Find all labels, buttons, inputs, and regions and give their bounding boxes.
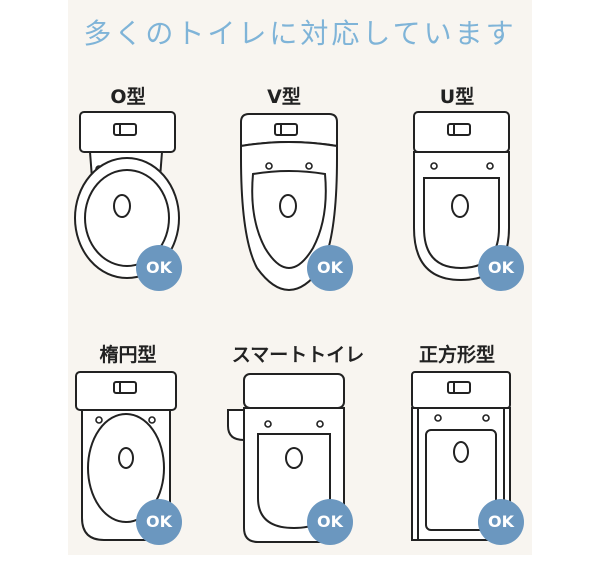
- label-o-type: O型: [110, 86, 146, 108]
- ok-badge-o-type: OK: [136, 245, 182, 291]
- label-square-type: 正方形型: [418, 344, 495, 366]
- ok-badge-u-type: OK: [478, 245, 524, 291]
- ok-badge-square-type: OK: [478, 499, 524, 545]
- v-type-toilet: [233, 108, 373, 308]
- o-type-toilet: [72, 108, 212, 308]
- square-type-toilet: [408, 368, 548, 568]
- ok-badge-oval-type: OK: [136, 499, 182, 545]
- ok-badge-smart-toilet: OK: [307, 499, 353, 545]
- label-v-type: V型: [267, 86, 301, 108]
- ok-badge-v-type: OK: [307, 245, 353, 291]
- label-oval-type: 楕円型: [99, 344, 157, 366]
- page-title: 多くのトイレに対応しています: [83, 17, 517, 50]
- label-u-type: U型: [439, 86, 475, 108]
- u-type-toilet: [408, 108, 548, 308]
- label-smart-toilet: スマートトイレ: [231, 344, 365, 366]
